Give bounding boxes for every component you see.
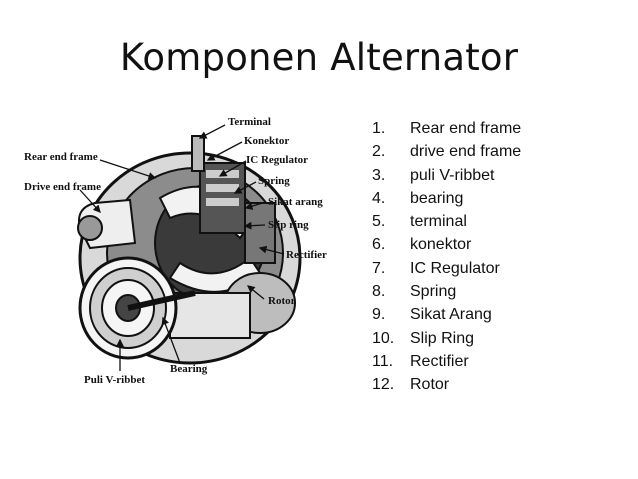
list-item: 6. konektor (372, 233, 521, 256)
list-text: Rectifier (410, 352, 469, 370)
list-text: konektor (410, 236, 472, 254)
list-text: Sikat Arang (410, 306, 492, 324)
list-number: 3. (372, 166, 386, 184)
list-text: drive end frame (410, 143, 522, 161)
list-item: 3. puli V-ribbet (372, 164, 521, 187)
list-item: 11. Rectifier (372, 350, 521, 373)
alternator-illustration: Terminal Konektor IC Regulator Spring Si… (24, 116, 327, 386)
list-item: 10. Slip Ring (372, 327, 521, 350)
label-drive-end-frame: Drive end frame (24, 181, 101, 193)
label-sikat-arang: Sikat arang (268, 196, 323, 208)
list-text: puli V-ribbet (410, 166, 495, 184)
label-bearing: Bearing (170, 363, 208, 375)
list-number: 11. (372, 352, 394, 370)
alternator-diagram: Terminal Konektor IC Regulator Spring Si… (20, 108, 350, 398)
list-item: 2. drive end frame (372, 140, 521, 163)
label-slip-ring: Slip ring (268, 219, 309, 231)
list-item: 12. Rotor (372, 373, 521, 396)
list-text: Spring (410, 283, 457, 301)
list-number: 5. (372, 213, 386, 231)
list-text: Rear end frame (410, 120, 522, 137)
list-item: 1. Rear end frame (372, 117, 521, 140)
list-number: 7. (372, 259, 386, 277)
label-rear-end-frame: Rear end frame (24, 151, 98, 163)
label-rectifier: Rectifier (286, 249, 327, 261)
list-text: IC Regulator (410, 259, 500, 277)
list-number: 8. (372, 283, 386, 301)
list-item: 9. Sikat Arang (372, 303, 521, 326)
list-item: 4. bearing (372, 187, 521, 210)
leader-lines (79, 124, 285, 371)
list-item: 8. Spring (372, 280, 521, 303)
list-number: 4. (372, 189, 386, 207)
list-number: 6. (372, 236, 386, 254)
label-terminal: Terminal (228, 116, 271, 128)
slide-title: Komponen Alternator (119, 36, 519, 79)
label-ic-regulator: IC Regulator (246, 154, 308, 166)
list-number: 10. (372, 329, 395, 347)
list-text: terminal (410, 213, 467, 231)
list-text: bearing (410, 189, 464, 207)
list-number: 9. (372, 306, 386, 324)
list-number: 1. (372, 120, 386, 137)
list-text: Rotor (410, 376, 450, 394)
list-text: Slip Ring (410, 329, 475, 347)
list-number: 2. (372, 143, 386, 161)
label-rotor: Rotor (268, 295, 296, 307)
list-item: 5. terminal (372, 210, 521, 233)
label-puli-v-ribbet: Puli V-ribbet (84, 374, 145, 386)
label-konektor: Konektor (244, 135, 289, 147)
list-item: 7. IC Regulator (372, 257, 521, 280)
component-list: 1. Rear end frame 2. drive end frame 3. pul… (372, 117, 521, 397)
list-number: 12. (372, 376, 395, 394)
label-spring: Spring (258, 175, 290, 187)
pulley (78, 256, 196, 360)
